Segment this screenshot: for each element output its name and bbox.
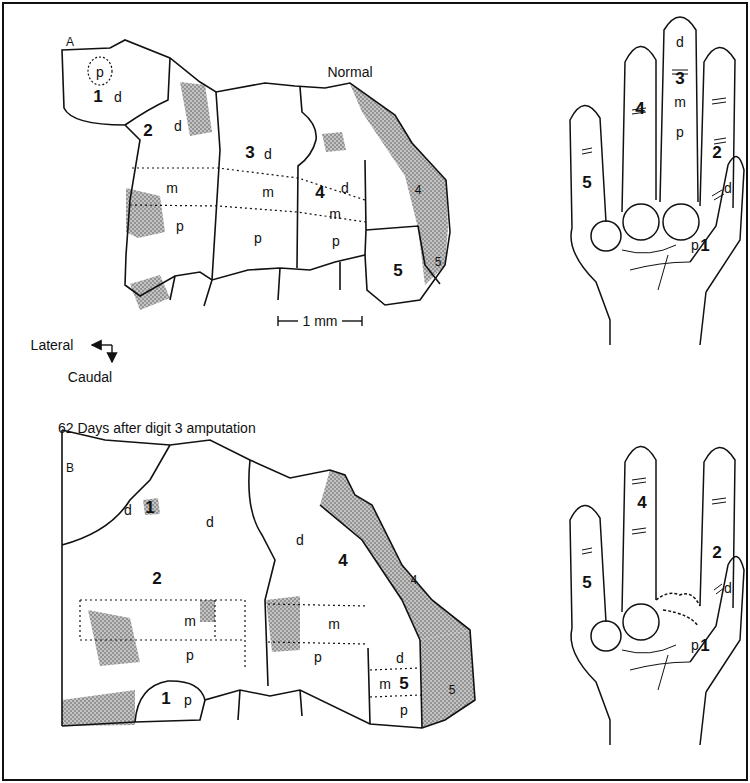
zone-letter: m: [328, 617, 340, 631]
zone-letter: d: [676, 35, 684, 49]
orientation-label: Lateral: [29, 338, 76, 352]
digit-number: 5: [582, 174, 591, 191]
zone-letter: p: [254, 231, 262, 245]
zone-letter: d: [264, 147, 272, 161]
zone-letter: d: [396, 651, 404, 665]
zone-letter: m: [379, 677, 391, 691]
zone-letter: p: [400, 703, 408, 717]
digit-number: 4: [315, 184, 324, 201]
zone-letter: p: [184, 693, 192, 707]
digit-number: 3: [245, 144, 254, 161]
zone-letter: d: [724, 581, 732, 595]
zone-letter: m: [262, 185, 274, 199]
zone-letter: d: [206, 515, 214, 529]
digit-number: 5: [449, 684, 456, 696]
digit-number: 2: [143, 122, 152, 139]
zone-letter: p: [176, 219, 184, 233]
zone-letter: d: [341, 181, 349, 195]
digit-number: 5: [582, 574, 591, 591]
zone-letter: p: [314, 650, 322, 664]
digit-number: 2: [712, 144, 721, 161]
digit-number: 4: [637, 494, 646, 511]
zone-letter: m: [674, 95, 686, 109]
digit-number: 1: [161, 690, 170, 707]
digit-number: 3: [675, 70, 684, 87]
zone-letter: p: [332, 234, 340, 248]
zone-letter: p: [96, 65, 104, 79]
zone-letter: d: [724, 181, 732, 195]
zone-letter: d: [124, 503, 132, 517]
digit-number: 5: [393, 262, 402, 279]
digit-number: 1: [700, 237, 709, 254]
digit-number: 4: [415, 184, 422, 196]
panel-letter: A: [66, 36, 74, 48]
zone-letter: d: [114, 90, 122, 104]
digit-number: 4: [635, 100, 644, 117]
figure-caption: 62 Days after digit 3 amputation: [58, 421, 256, 435]
figure-frame: [3, 3, 747, 780]
zone-letter: m: [166, 181, 178, 195]
scale-label: 1 mm: [301, 314, 340, 328]
panel-letter: B: [66, 462, 74, 474]
zone-letter: m: [329, 207, 341, 221]
digit-number: 2: [152, 570, 161, 587]
digit-number: 4: [338, 552, 347, 569]
hand-amputated: [570, 446, 744, 745]
map-normal: [62, 40, 450, 310]
zone-letter: p: [691, 638, 699, 652]
digit-number: 5: [435, 256, 442, 268]
digit-number: 4: [411, 574, 418, 586]
digit-number: 1: [145, 499, 154, 516]
orientation-label: Caudal: [66, 370, 114, 384]
digit-number: 1: [93, 88, 102, 105]
digit-number: 5: [399, 675, 408, 692]
orientation-arrows: [92, 345, 112, 362]
map-after-amputation: [62, 430, 475, 728]
hand-normal: [570, 17, 744, 345]
zone-letter: d: [174, 119, 182, 133]
digit-number: 1: [700, 637, 709, 654]
zone-letter: p: [691, 238, 699, 252]
zone-letter: m: [184, 614, 196, 628]
panel-title: Normal: [325, 65, 374, 79]
digit-number: 2: [712, 544, 721, 561]
zone-letter: d: [296, 533, 304, 547]
zone-letter: p: [676, 125, 684, 139]
zone-letter: p: [186, 648, 194, 662]
